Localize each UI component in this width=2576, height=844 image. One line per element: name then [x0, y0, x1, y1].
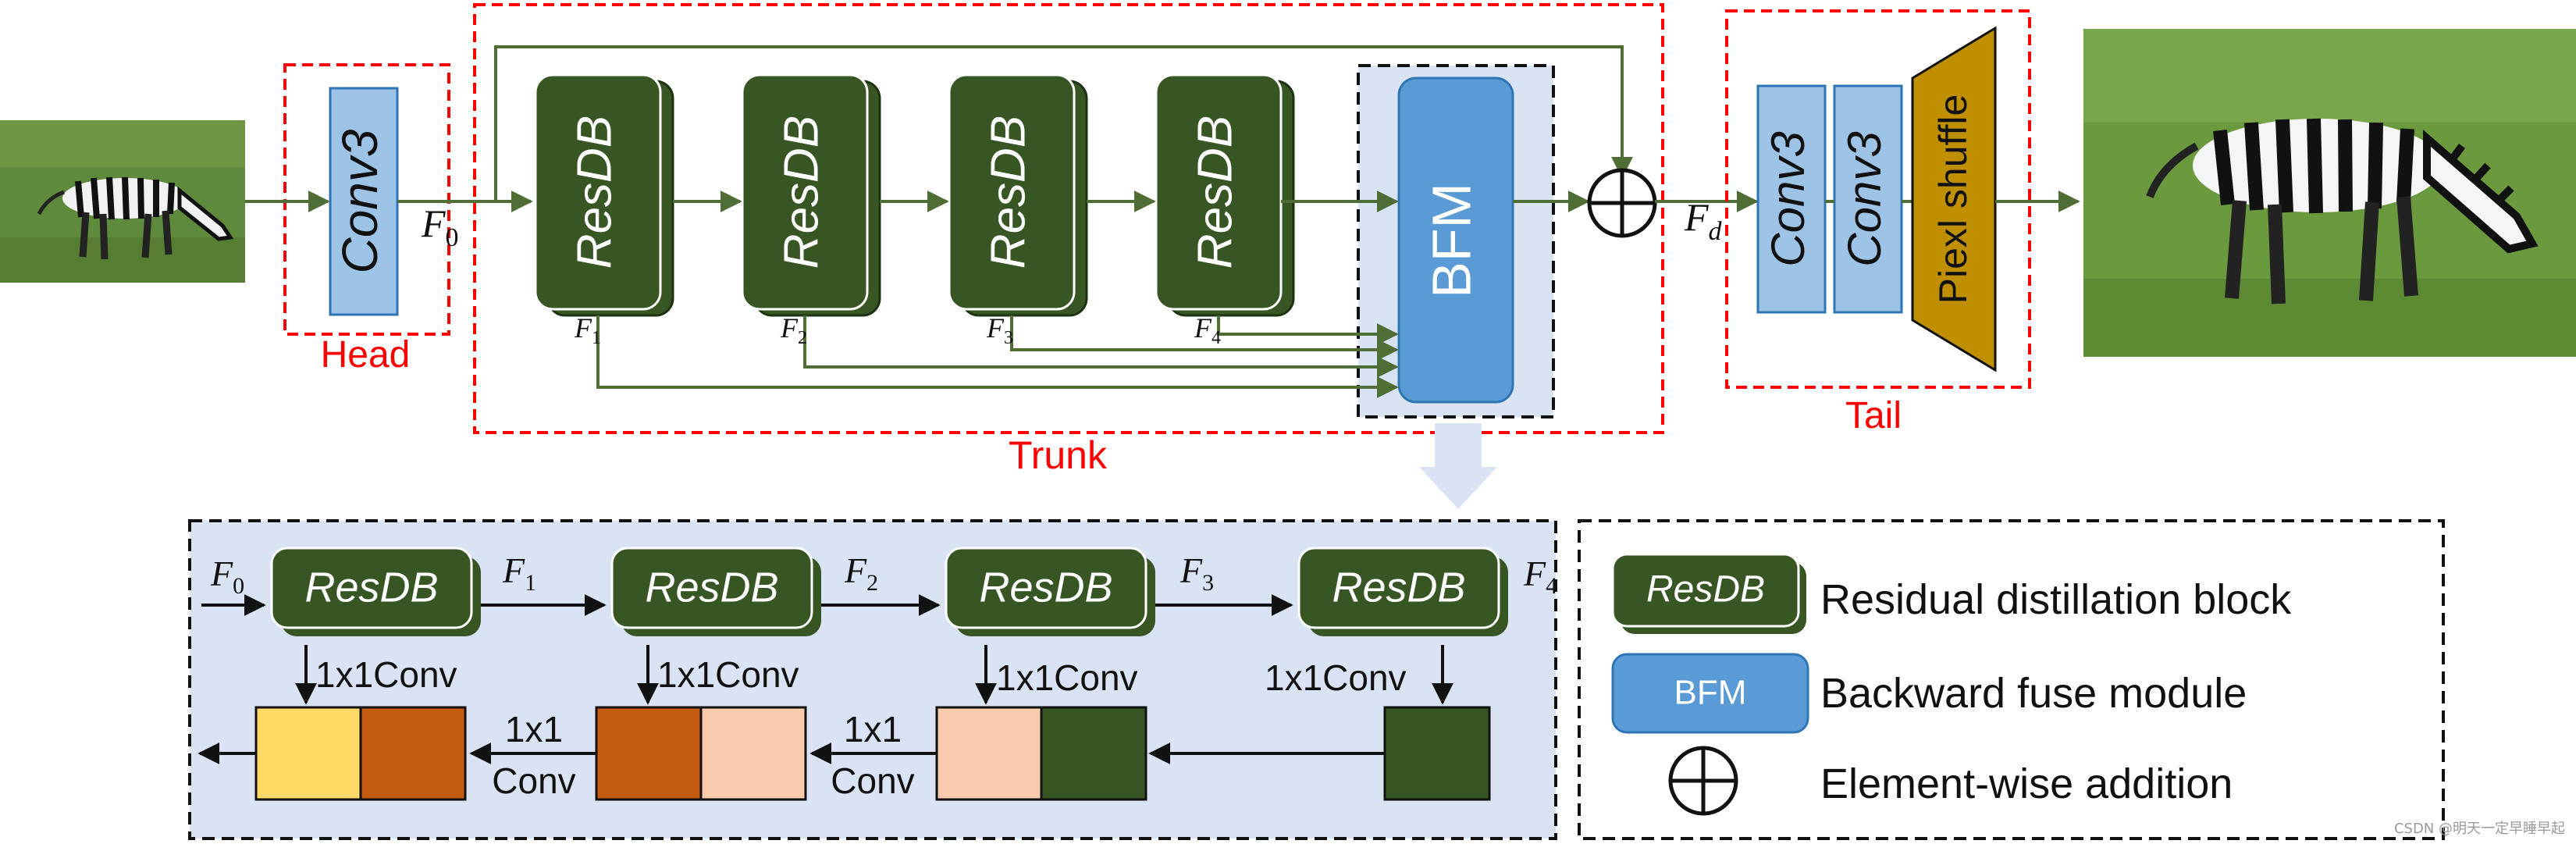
detail-resdb-1: ResDB	[270, 547, 481, 636]
detail-resdb-3: ResDB	[945, 547, 1155, 636]
detail-feature-f2: F2	[844, 550, 878, 596]
detail-feature-f4: F4	[1523, 554, 1557, 599]
trunk-label: Trunk	[1009, 433, 1108, 477]
detail-conv-label-4: 1x1Conv	[1265, 657, 1407, 698]
detail-fuse-label-1-top: 1x1	[844, 709, 902, 750]
legend-bfm-swatch: BFM	[1611, 653, 1809, 734]
svg-text:BFM: BFM	[1674, 674, 1747, 712]
svg-text:ResDB: ResDB	[1332, 564, 1465, 611]
legend-resdb-swatch: ResDB	[1611, 553, 1806, 634]
tap-label-f2: F2	[780, 312, 807, 348]
detail-fuse-label-1-bottom: Conv	[831, 760, 914, 801]
fmap-stage3-peach	[935, 706, 1043, 801]
bfm-block	[1397, 77, 1514, 404]
svg-text:ResDB: ResDB	[774, 116, 828, 269]
expand-arrow	[1419, 423, 1497, 509]
svg-text:ResDB: ResDB	[568, 116, 621, 269]
fmap-stage2-orange	[595, 706, 703, 801]
legend-add-text: Element-wise addition	[1820, 760, 2233, 807]
detail-fuse-label-2-top: 1x1	[505, 709, 563, 750]
tap-f2-line	[803, 315, 1399, 378]
tail-conv3-block-2	[1833, 84, 1903, 314]
detail-resdb-2: ResDB	[610, 547, 821, 636]
tap-f1-line	[596, 315, 1399, 398]
detail-conv-label-1: 1x1Conv	[315, 654, 457, 695]
fmap-stage1-orange	[359, 706, 467, 801]
detail-conv-label-3: 1x1Conv	[996, 657, 1138, 698]
skip-connection-line	[494, 45, 1633, 201]
detail-feature-f0: F0	[210, 554, 244, 599]
svg-text:ResDB: ResDB	[1188, 116, 1242, 269]
fmap-stage1-yellow	[254, 706, 362, 801]
tail-dashed-box	[1725, 9, 2031, 389]
head-dashed-box	[283, 63, 450, 336]
trunk-resdb-1: ResDB	[534, 73, 674, 317]
svg-text:ResDB: ResDB	[1646, 569, 1765, 611]
tap-f4-line	[1217, 315, 1399, 345]
fmap-stage2-peach	[699, 706, 807, 801]
legend-add-icon	[1668, 746, 1738, 816]
tap-label-f1: F1	[574, 312, 601, 348]
tap-label-f3: F3	[986, 312, 1013, 348]
tail-conv3-label-1: Conv3	[1762, 131, 1814, 266]
feature-fd: Fd	[1684, 195, 1723, 246]
svg-text:ResDB: ResDB	[981, 116, 1035, 269]
head-conv3-label: Conv3	[332, 129, 388, 273]
element-wise-add-icon	[1587, 168, 1657, 238]
svg-text:ResDB: ResDB	[645, 564, 778, 611]
fmap-stage4-green	[1383, 706, 1491, 801]
tap-f3-line	[1010, 315, 1399, 361]
input-zebra-image	[0, 120, 245, 283]
pixel-shuffle-label: Piexl shuffle	[1931, 94, 1975, 304]
detail-fuse-label-2-bottom: Conv	[492, 760, 575, 801]
pixel-shuffle-block	[1911, 26, 1997, 372]
head-label: Head	[321, 334, 411, 376]
tail-conv3-label-2: Conv3	[1838, 131, 1891, 266]
head-conv3-block	[329, 87, 399, 316]
detail-feature-f3: F3	[1179, 550, 1214, 596]
svg-text:ResDB: ResDB	[979, 564, 1112, 611]
trunk-dashed-box	[473, 3, 1664, 434]
detail-resdb-4: ResDB	[1297, 547, 1508, 636]
bfm-label: BFM	[1421, 183, 1482, 298]
trunk-resdb-4: ResDB	[1155, 73, 1295, 317]
tail-label: Tail	[1845, 395, 1902, 436]
svg-text:ResDB: ResDB	[304, 564, 438, 611]
detail-feature-f1: F1	[502, 550, 536, 596]
output-zebra-image	[2083, 29, 2576, 357]
detail-conv-label-2: 1x1Conv	[657, 654, 799, 695]
tail-conv3-block-1	[1756, 84, 1827, 314]
fmap-stage3-green	[1040, 706, 1147, 801]
tap-label-f4: F4	[1194, 312, 1221, 348]
legend-bfm-text: Backward fuse module	[1820, 670, 2247, 717]
watermark: CSDN @明天一定早睡早起	[2393, 821, 2565, 837]
legend-resdb-text: Residual distillation block	[1820, 576, 2292, 623]
trunk-resdb-3: ResDB	[948, 73, 1088, 317]
trunk-resdb-2: ResDB	[741, 73, 881, 317]
head-feature-f0: F0	[421, 201, 459, 252]
